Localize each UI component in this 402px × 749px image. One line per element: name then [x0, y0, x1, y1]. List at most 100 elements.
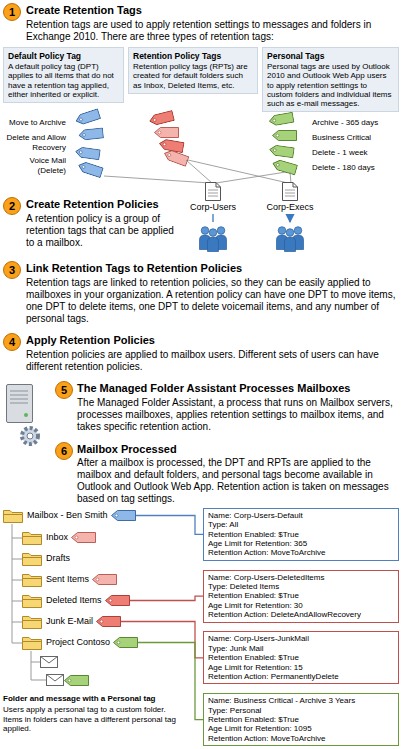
- folder: Drafts: [22, 551, 73, 566]
- panel-text: A default policy tag (DPT) applies to al…: [8, 62, 119, 99]
- panel-text: Personal tags are used by Outlook 2010 a…: [267, 62, 394, 108]
- rpt-tag-cluster: [149, 111, 189, 167]
- folder-name: Mailbox - Ben Smith: [27, 510, 108, 521]
- folder-tag: [96, 616, 121, 627]
- tag-type-panel: Default Policy TagA default policy tag (…: [3, 47, 124, 103]
- tag-label: Voice Mail (Delete): [2, 156, 66, 175]
- tag-setting: Retention Enabled: $True: [208, 591, 394, 600]
- folder-tag: [111, 510, 136, 521]
- assistant-gear: [22, 428, 38, 444]
- folder: Junk E-Mail: [22, 614, 121, 629]
- callout-number: 2: [9, 201, 15, 212]
- folder-tag: [105, 595, 130, 606]
- tag-setting: Name: Corp-Users-JunkMail: [208, 634, 394, 643]
- tag-settings-box: Name: Corp-Users-DefaultType: AllRetenti…: [203, 508, 399, 561]
- tag-setting: Age Limit for Retention: 365: [208, 539, 394, 548]
- folder-tag: [113, 637, 138, 648]
- step-heading: The Managed Folder Assistant Processes M…: [77, 382, 399, 395]
- policy-document: Corp-Users: [185, 182, 241, 212]
- tag-label: Delete - 1 week: [312, 148, 398, 158]
- panel-text: Retention policy tags (RPTs) are created…: [133, 62, 253, 90]
- folder-icon: [22, 572, 42, 587]
- step-text: A retention policy is a group of retenti…: [26, 213, 178, 249]
- tag-setting: Retention Action: MoveToArchive: [208, 734, 394, 743]
- mailbox-folder: Mailbox - Ben Smith: [3, 508, 136, 523]
- callout-number: 1: [9, 7, 15, 18]
- folder-name: Sent Items: [46, 574, 89, 585]
- tag-setting: Retention Action: MoveToArchive: [208, 548, 394, 557]
- tag-link-lines: [104, 160, 291, 183]
- tag-setting: Name: Corp-Users-Default: [208, 511, 394, 520]
- folder-icon: [22, 614, 42, 629]
- folder-tag: [71, 532, 96, 543]
- folder-name: Inbox: [46, 532, 68, 543]
- tag-setting: Type: Junk Mail: [208, 644, 394, 653]
- tag-type-panel: Personal TagsPersonal tags are used by O…: [262, 47, 399, 112]
- folder-icon: [22, 530, 42, 545]
- tag-settings-box: Name: Business Critical - Archive 3 Year…: [203, 693, 399, 746]
- callout-number: 4: [9, 337, 15, 348]
- tag-setting: Type: Deleted Items: [208, 582, 394, 591]
- tag-setting: Age Limit for Retention: 15: [208, 663, 394, 672]
- tag-settings-box: Name: Corp-Users-JunkMailType: Junk Mail…: [203, 631, 399, 684]
- note-heading: Folder and message with a Personal tag: [3, 694, 187, 704]
- step-text: Retention tags are linked to retention p…: [26, 277, 398, 325]
- tag-setting: Type: Personal: [208, 706, 394, 715]
- folder-name: Project Contoso: [46, 637, 110, 648]
- folder-icon: [22, 635, 42, 650]
- step-heading: Apply Retention Policies: [26, 334, 396, 347]
- callout-number: 5: [61, 385, 67, 396]
- tag-setting: Retention Enabled: $True: [208, 715, 394, 724]
- callout-number: 3: [3, 261, 21, 279]
- callout-number: 4: [3, 333, 21, 351]
- folder: Inbox: [22, 530, 96, 545]
- folder-tag: [92, 574, 117, 585]
- callout-number: 1: [3, 3, 21, 21]
- leader-connector: [136, 516, 203, 535]
- mailbox-server: [7, 385, 33, 423]
- tag-setting: Name: Business Critical - Archive 3 Year…: [208, 696, 394, 705]
- folder-name: Junk E-Mail: [46, 616, 93, 627]
- callout-number: 2: [3, 197, 21, 215]
- leader-connector: [130, 596, 203, 600]
- folder-name: Drafts: [46, 553, 70, 564]
- policy-name: Corp-Users: [185, 202, 241, 212]
- personal-tag-cluster: [269, 112, 298, 175]
- tag-label: Delete and Allow Recovery: [2, 133, 66, 152]
- policy-arrows: [213, 214, 290, 222]
- step-heading: Mailbox Processed: [77, 443, 399, 456]
- tag-label: Move to Archive: [2, 118, 66, 128]
- tag-label: Archive - 365 days: [312, 118, 398, 128]
- policy-document: Corp-Execs: [262, 182, 318, 212]
- folder: Sent Items: [22, 572, 117, 587]
- folder-icon: [22, 551, 42, 566]
- callout-number: 6: [55, 442, 73, 460]
- tag-label: Delete - 180 days: [312, 163, 398, 173]
- folder: Deleted Items: [22, 593, 130, 608]
- note-text: Users apply a personal tag to a custom f…: [3, 705, 187, 734]
- tag-setting: Retention Enabled: $True: [208, 653, 394, 662]
- tag-settings-box: Name: Corp-Users-DeletedItemsType: Delet…: [203, 570, 399, 623]
- tag-setting: Retention Action: PermanentlyDelete: [208, 672, 394, 681]
- policy-name: Corp-Execs: [262, 202, 318, 212]
- tag-setting: Name: Corp-Users-DeletedItems: [208, 573, 394, 582]
- folder-icon: [3, 508, 23, 523]
- panel-heading: Personal Tags: [267, 51, 394, 61]
- step-text: Retention tags are used to apply retenti…: [26, 19, 398, 43]
- callout-number: 5: [55, 381, 73, 399]
- step-text: After a mailbox is processed, the DPT an…: [77, 457, 398, 505]
- tag-setting: Retention Enabled: $True: [208, 530, 394, 539]
- document-icon: [282, 182, 298, 201]
- tag-setting: Age Limit for Retention: 30: [208, 601, 394, 610]
- tag-label: Business Critical: [312, 133, 398, 143]
- panel-heading: Retention Policy Tags: [133, 51, 253, 61]
- tag-setting: Type: All: [208, 520, 394, 529]
- folder-icon: [22, 593, 42, 608]
- dpt-tag-cluster: [75, 109, 104, 178]
- step-text: Retention policies are applied to mailbo…: [26, 349, 398, 373]
- document-icon: [205, 182, 221, 201]
- tag-type-panel: Retention Policy TagsRetention policy ta…: [128, 47, 258, 94]
- tag-setting: Retention Action: DeleteAndAllowRecovery: [208, 610, 394, 619]
- user-group: [200, 227, 227, 252]
